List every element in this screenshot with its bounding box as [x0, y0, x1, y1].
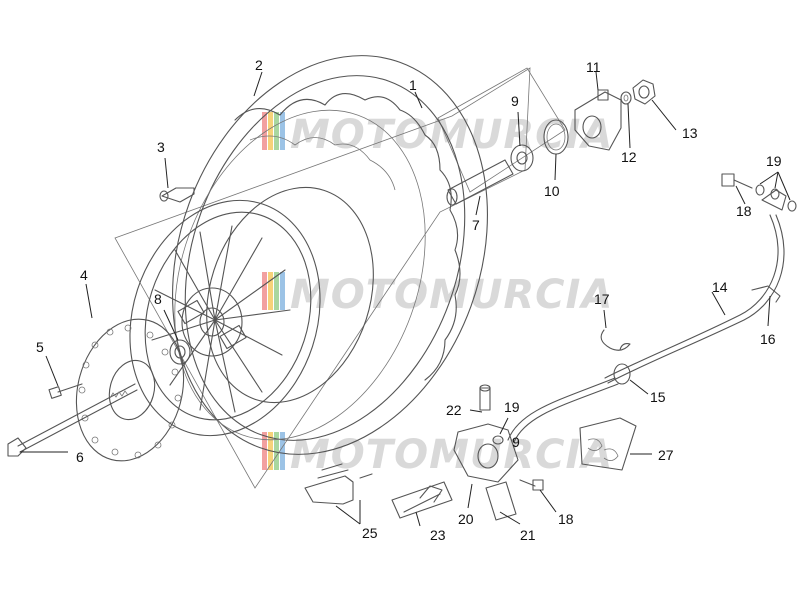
axle-bearing-part [510, 144, 534, 172]
rim-part [129, 186, 374, 437]
brake-disc-part [75, 318, 185, 462]
callout-25: 25 [362, 525, 378, 541]
warning-label-part [579, 417, 637, 471]
axle-shaft-part [7, 383, 138, 457]
watermark-middle: MOTOMURCIA [262, 272, 613, 318]
callout-8: 8 [154, 291, 162, 307]
spring-clip-part [600, 329, 631, 351]
axle-nut-part [632, 79, 656, 105]
callout-18-top: 18 [736, 203, 752, 219]
callout-14: 14 [712, 279, 728, 295]
callout-1: 1 [409, 77, 417, 93]
hose-clip-part [751, 285, 781, 303]
caliper-bolt-part [519, 479, 544, 491]
callout-numbers: 2 1 3 4 5 6 7 8 9 10 11 12 13 14 15 16 1… [36, 57, 782, 543]
callout-16: 16 [760, 331, 776, 347]
callout-5: 5 [36, 339, 44, 355]
callout-9-top: 9 [511, 93, 519, 109]
watermark-text-bottom: MOTOMURCIA [290, 432, 613, 478]
callout-2: 2 [255, 57, 263, 73]
watermark-text-middle: MOTOMURCIA [290, 272, 613, 318]
callout-4: 4 [80, 267, 88, 283]
washer-part [620, 91, 632, 105]
callout-15: 15 [650, 389, 666, 405]
brake-pad-part [485, 481, 517, 521]
callout-13: 13 [682, 125, 698, 141]
callout-19-bottom: 19 [504, 399, 520, 415]
callout-6: 6 [76, 449, 84, 465]
caliper-part [453, 423, 519, 483]
callout-19-top: 19 [766, 153, 782, 169]
watermark-bottom: MOTOMURCIA [262, 432, 613, 478]
callout-11: 11 [586, 59, 601, 75]
callout-18-bottom: 18 [558, 511, 574, 527]
callout-9-bottom: 9 [512, 434, 520, 450]
bearing-part [169, 339, 191, 365]
callout-17: 17 [594, 291, 610, 307]
hose-banjo-bolt-part [721, 173, 753, 189]
callout-22: 22 [446, 402, 462, 418]
callout-27: 27 [658, 447, 674, 463]
callout-20: 20 [458, 511, 474, 527]
brake-hose-part [507, 189, 787, 443]
pad-spring-part [304, 463, 373, 505]
callout-3: 3 [157, 139, 165, 155]
leader-lines [20, 71, 791, 527]
valve-part [159, 187, 195, 203]
callout-10: 10 [544, 183, 560, 199]
speedo-drive-part [574, 89, 622, 151]
callout-12: 12 [621, 149, 637, 165]
disc-screw-part [48, 383, 83, 399]
sealing-washers-part [755, 184, 797, 212]
bleed-screw-part [479, 384, 491, 411]
callout-23: 23 [430, 527, 446, 543]
spacer-tube-part [446, 159, 514, 206]
pad-pin-part [391, 481, 453, 519]
callout-7: 7 [472, 217, 480, 233]
tyre-part [172, 55, 488, 455]
callout-21: 21 [520, 527, 536, 543]
